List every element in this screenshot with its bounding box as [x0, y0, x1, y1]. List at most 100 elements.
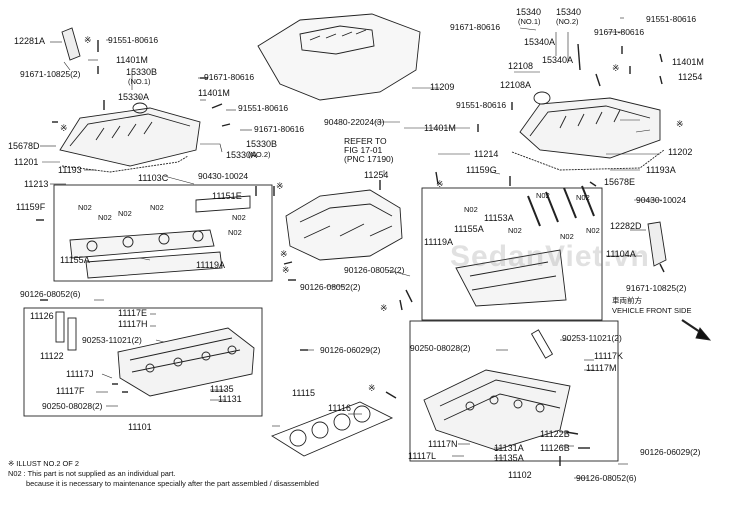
label-11119a-b: 11119A — [424, 237, 454, 247]
label-91551-80616-c: 91551-80616 — [646, 14, 697, 24]
label-11116: 11116 — [328, 403, 352, 413]
label-11213: 11213 — [24, 179, 49, 189]
label-15330a-a: 15330A — [118, 92, 150, 102]
label-15330b-no2: 15330B — [246, 139, 278, 149]
label-11153a: 11153A — [484, 213, 514, 223]
left-cylinder-head-box — [23, 307, 263, 417]
label-11159f: 11159F — [16, 202, 46, 212]
n02-tag-9: N02 — [464, 205, 478, 214]
label-11119a-a: 11119A — [196, 260, 226, 270]
asterisk-marker: ※ — [436, 179, 444, 189]
refer-line-3: (PNC 17190) — [344, 154, 394, 164]
n02-tag-1: N02 — [78, 203, 92, 212]
label-15340a-b: 15340A — [542, 55, 574, 65]
label-11135: 11135 — [210, 384, 234, 394]
left-camshaft-parts — [69, 195, 251, 279]
label-11401m-c: 11401M — [424, 123, 456, 133]
illust-text: ILLUST NO.2 OF 2 — [16, 459, 79, 468]
label-11117h: 11117H — [118, 319, 148, 329]
label-90480-22024: 90480-22024(3) — [324, 117, 385, 127]
label-11117l: 11117L — [408, 451, 437, 461]
label-11209: 11209 — [430, 82, 455, 92]
n02-tag-3: N02 — [118, 209, 132, 218]
label-15340-no2-note: (NO.2) — [556, 17, 579, 26]
footnote-n02: N02 : This part is not supplied as an in… — [8, 469, 176, 478]
label-11122b: 11122B — [540, 429, 570, 439]
label-11117f: 11117F — [56, 386, 85, 396]
right-cylinder-head-box — [409, 320, 619, 462]
label-11126b: 11126B — [540, 443, 570, 453]
label-90126-08052-6: 90126-08052(6) — [20, 289, 81, 299]
label-11126: 11126 — [30, 311, 54, 321]
label-11117k: 11117K — [594, 351, 624, 361]
label-90430-10024-b: 90430-10024 — [636, 195, 687, 205]
intake-manifold-drawing — [285, 189, 403, 261]
label-91671-10825-a: 91671-10825(2) — [20, 69, 81, 79]
n02-note-line1: This part is not supplied as an individu… — [27, 469, 176, 478]
label-91671-80616-b: 91671-80616 — [254, 124, 305, 134]
label-11401m-d: 11401M — [672, 57, 704, 67]
n02-tag-4: N02 — [150, 203, 164, 212]
label-11131: 11131 — [218, 394, 242, 404]
label-90126-06029-b: 90126-06029(2) — [640, 447, 701, 457]
label-11115: 11115 — [292, 388, 316, 398]
label-12108a: 12108A — [500, 80, 532, 90]
label-91671-80616-d: 91671-80616 — [594, 27, 645, 37]
label-11135a: 11135A — [494, 453, 524, 463]
label-90126-08052-6-b: 90126-08052(6) — [576, 473, 637, 483]
label-91551-80616-a: 91551-80616 — [108, 35, 159, 45]
label-11104a: 11104A — [606, 249, 636, 259]
label-15330b-no1-note: (NO.1) — [128, 77, 151, 86]
label-91671-80616-a: 91671-80616 — [204, 72, 255, 82]
left-head-gasket-drawing — [270, 401, 394, 457]
n02-tag-8: N02 — [576, 193, 590, 202]
left-camshaft-box — [53, 184, 273, 282]
label-11102: 11102 — [508, 470, 532, 480]
label-11117e: 11117E — [118, 308, 148, 318]
right-camshaft-parts — [455, 185, 595, 307]
asterisk-marker: ※ — [612, 63, 620, 73]
n02-tag-11: N02 — [560, 232, 574, 241]
label-15678e: 15678E — [604, 177, 636, 187]
label-90253-11021-b: 90253-11021(2) — [562, 333, 622, 343]
label-90250-08028-a: 90250-08028(2) — [42, 401, 103, 411]
refer-line-1: REFER TO — [344, 136, 387, 146]
asterisk-marker: ※ — [368, 383, 376, 393]
n02-tag-10: N02 — [508, 226, 522, 235]
refer-line-2: FIG 17-01 — [344, 145, 383, 155]
label-11254-a: 11254 — [364, 170, 389, 180]
label-15330b-no1: 15330B — [126, 67, 158, 77]
label-11401m-b: 11401M — [198, 88, 230, 98]
label-11151e: 11151E — [212, 191, 242, 201]
asterisk-marker: ※ — [84, 35, 92, 45]
label-11155a-b: 11155A — [454, 224, 484, 234]
label-11201: 11201 — [14, 157, 39, 167]
label-91671-80616-c: 91671-80616 — [450, 22, 501, 32]
label-91671-10825-b: 91671-10825(2) — [626, 283, 687, 293]
n02-tag-7: N02 — [536, 191, 550, 200]
label-11131a: 11131A — [494, 443, 524, 453]
label-11101: 11101 — [128, 422, 152, 432]
label-15330b-no2-note: (NO.2) — [248, 150, 271, 159]
asterisk-marker: ※ — [280, 249, 288, 259]
label-90250-08028-b: 90250-08028(2) — [410, 343, 471, 353]
asterisk-marker: ※ — [276, 181, 284, 191]
label-11155a-a: 11155A — [60, 255, 90, 265]
label-15340a-a: 15340A — [524, 37, 556, 47]
label-12282d: 12282D — [610, 221, 642, 231]
left-head-cover-drawing — [59, 102, 201, 173]
label-11159g: 11159G — [466, 165, 497, 175]
label-90126-08052-2-b: 90126-08052(2) — [344, 265, 405, 275]
footnote-n02-line2: because it is necessary to maintenance s… — [26, 479, 319, 488]
label-11202: 11202 — [668, 147, 693, 157]
asterisk-symbol: ※ — [8, 459, 15, 468]
label-11401m-a: 11401M — [116, 55, 148, 65]
asterisk-marker: ※ — [282, 265, 290, 275]
right-camshaft-box — [421, 187, 603, 321]
asterisk-marker: ※ — [676, 119, 684, 129]
label-91551-80616-d: 91551-80616 — [456, 100, 507, 110]
label-11193: 11193 — [58, 165, 82, 175]
asterisk-marker: ※ — [60, 123, 68, 133]
